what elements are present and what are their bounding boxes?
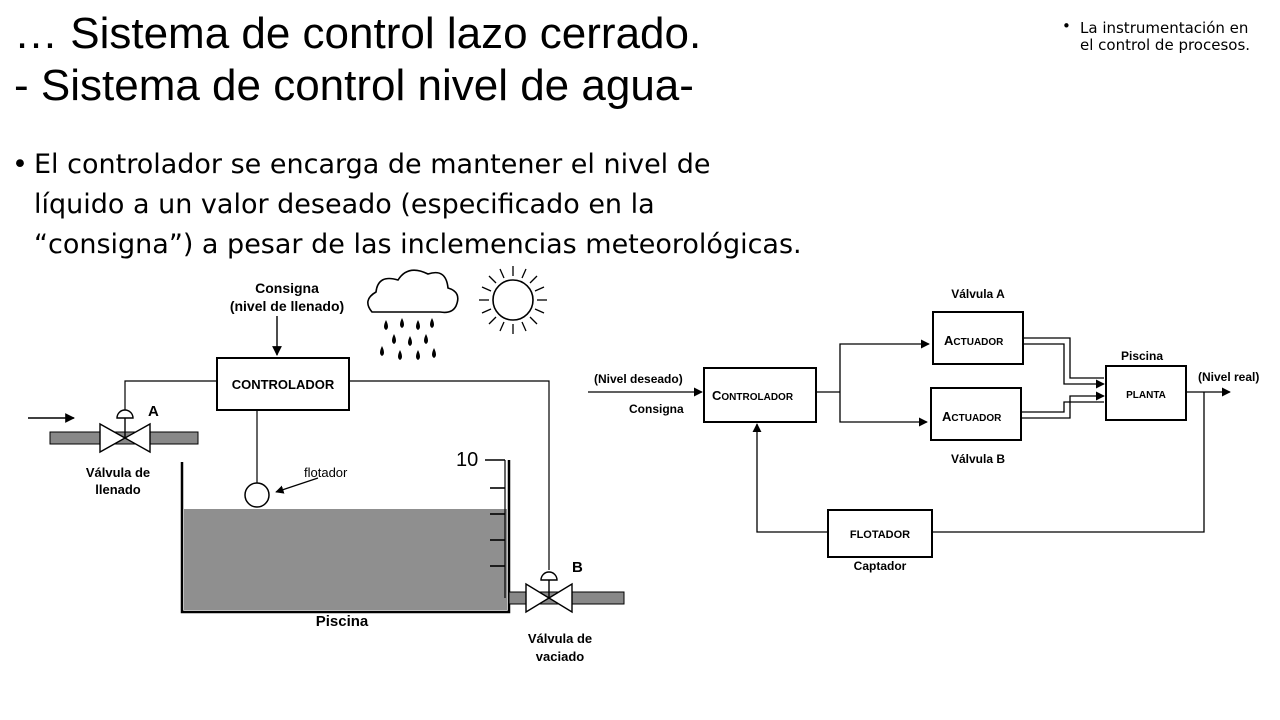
actuador-a-block: ACTUADOR <box>932 311 1024 365</box>
controlador-block: CONTROLADOR <box>703 367 817 423</box>
valve-drain-sublabel: vaciado <box>536 649 584 664</box>
signal-line-valve-a <box>124 380 217 410</box>
float-pointer-arrow <box>275 477 319 494</box>
pipe-a-line-2 <box>1023 343 1105 389</box>
flotador-label: FLOTADOR <box>850 529 910 541</box>
valve-a-letter: A <box>148 403 159 420</box>
actuador-b-block: ACTUADOR <box>930 387 1022 441</box>
consigna-input-label: Consigna <box>629 402 684 416</box>
title-line-1: … Sistema de control lazo cerrado. <box>14 9 702 58</box>
main-bullet-icon: • <box>12 149 28 180</box>
water-level <box>184 509 507 610</box>
float-label: flotador <box>304 465 348 480</box>
tank-label: Piscina <box>316 613 369 630</box>
controller-box: CONTROLADOR <box>216 357 350 411</box>
nivel-deseado-label: (Nivel deseado) <box>594 372 683 386</box>
planta-block: PLANTA <box>1105 365 1187 421</box>
valve-a-icon <box>99 409 151 454</box>
level-scale-ticks <box>485 459 505 567</box>
float-icon <box>244 482 270 508</box>
tank-diagram: Consigna (nivel de llenado) CONTROLADOR <box>28 266 625 664</box>
planta-label: PLANTA <box>1126 390 1166 401</box>
controlador-label: CONTROLADOR <box>712 388 794 403</box>
pipe-b-line-1 <box>1021 401 1104 413</box>
valvula-b-label: Válvula B <box>951 452 1005 466</box>
level-scale-value: 10 <box>456 449 478 471</box>
arrow-to-actuador-a <box>839 339 930 392</box>
consigna-sublabel: (nivel de llenado) <box>230 298 344 314</box>
piscina-label: Piscina <box>1121 349 1163 363</box>
valve-b-icon <box>525 571 573 614</box>
valve-fill-sublabel: llenado <box>95 482 141 497</box>
block-diagram: Válvula A ACTUADOR ACTUADOR Válvula B CO… <box>588 287 1259 573</box>
consigna-label: Consigna <box>255 280 319 296</box>
nivel-real-label: (Nivel real) <box>1198 370 1259 384</box>
main-bullet-text: El controlador se encarga de mantener el… <box>34 149 802 260</box>
rain-cloud-icon <box>367 269 459 360</box>
actuador-b-label: ACTUADOR <box>942 409 1002 424</box>
controller-label: CONTROLADOR <box>232 377 335 392</box>
side-note-text: La instrumentación en el control de proc… <box>1080 19 1251 54</box>
feedback-line-right <box>932 392 1205 533</box>
actuador-a-label: ACTUADOR <box>944 333 1004 348</box>
slide-title: … Sistema de control lazo cerrado. - Sis… <box>14 8 701 112</box>
pipe-b-line-2 <box>1021 391 1105 419</box>
captador-label: Captador <box>854 559 907 573</box>
title-line-2: - Sistema de control nivel de agua- <box>14 61 694 110</box>
signal-line-valve-b <box>349 380 550 570</box>
flotador-block: FLOTADOR <box>827 509 933 558</box>
tank-walls <box>180 460 511 614</box>
valve-b-letter: B <box>572 559 583 576</box>
feedback-line-left <box>752 423 828 533</box>
arrow-to-actuador-b <box>839 392 928 427</box>
sun-icon <box>479 266 547 334</box>
pipe-a-line-1 <box>1023 337 1104 379</box>
valve-drain-label: Válvula de <box>528 631 592 646</box>
side-bullet-icon: • <box>1062 17 1071 35</box>
valve-fill-label: Válvula de <box>86 465 150 480</box>
valvula-a-label: Válvula A <box>951 287 1005 301</box>
